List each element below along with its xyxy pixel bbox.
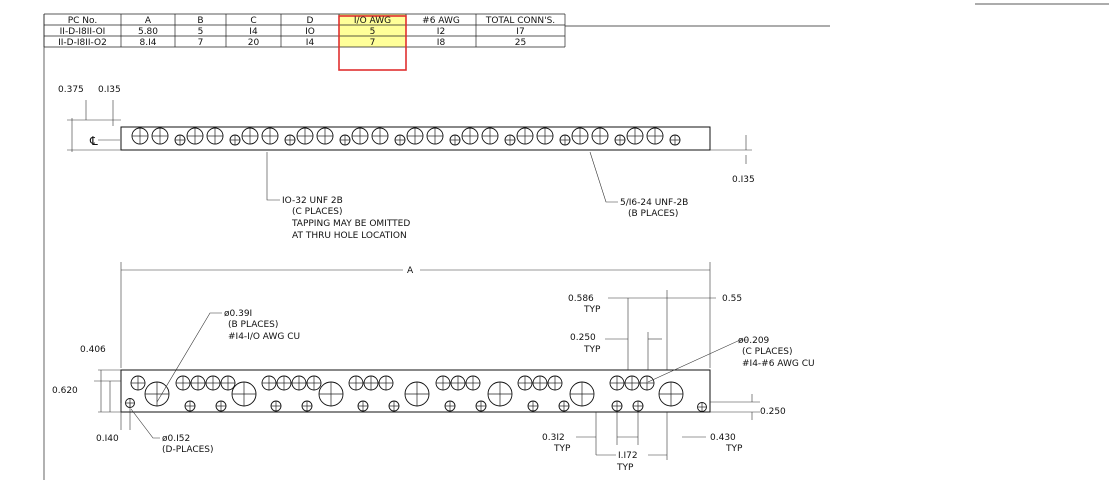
table-header-cell: PC No. <box>68 16 98 26</box>
table-cell: I4 <box>306 38 315 48</box>
note-big-line3: #I4-I/O AWG CU <box>228 332 300 342</box>
typ-0430: TYP <box>725 444 743 454</box>
note1-line1: IO-32 UNF 2B <box>282 196 343 206</box>
table-cell: I7 <box>516 27 524 37</box>
table-cell: II-D-I8II-O2 <box>58 38 107 48</box>
dim-0406: 0.406 <box>80 345 106 355</box>
bottom-view: A 0.586 TYP 0.55 0.250 TYP ø0.39I (B PLA… <box>52 262 815 473</box>
dim-1172: I.I72 <box>618 451 638 461</box>
table-cell: II-D-I8II-OI <box>60 27 106 37</box>
spec-table: PC No. A B C D I/O AWG #6 AWG TOTAL CONN'S. II-D… <box>43 13 566 71</box>
table-header-cell: C <box>250 16 256 26</box>
dim-0250-top: 0.250 <box>570 333 596 343</box>
highlight-border <box>338 15 407 71</box>
note-small-line2: (C PLACES) <box>742 347 793 357</box>
table-cell: 5 <box>198 27 204 37</box>
note-tiny-line1: ø0.I52 <box>162 434 190 444</box>
typ-1172: TYP <box>616 463 634 473</box>
dim-0140: 0.I40 <box>96 434 119 444</box>
note-small-line1: ø0.209 <box>738 336 770 346</box>
table-cell: 20 <box>248 38 260 48</box>
table-cell: 7 <box>198 38 204 48</box>
note-big-line2: (B PLACES) <box>228 320 278 330</box>
note-big-line1: ø0.39I <box>224 309 252 319</box>
table-cell: 7 <box>370 38 376 48</box>
table-cell: 8.I4 <box>140 38 157 48</box>
busbar-top-outline <box>120 126 711 151</box>
dim-0312: 0.3I2 <box>542 433 565 443</box>
table-header-cell: TOTAL CONN'S. <box>485 16 555 26</box>
dim-0586: 0.586 <box>568 294 594 304</box>
dim-055: 0.55 <box>722 294 742 304</box>
note-tiny-line2: (D-PLACES) <box>162 445 214 455</box>
note-small-line3: #I4-#6 AWG CU <box>742 359 815 369</box>
dim-0135-left: 0.I35 <box>98 85 121 95</box>
note1-line3: TAPPING MAY BE OMITTED <box>291 219 410 229</box>
centerline-symbol: ℄ <box>89 134 98 148</box>
note2-line1: 5/I6-24 UNF-2B <box>620 198 688 208</box>
dim-0375: 0.375 <box>58 85 84 95</box>
table-cell: 5.80 <box>138 27 158 37</box>
highlight-fill <box>339 14 406 47</box>
table-cell: I4 <box>249 27 258 37</box>
leader-big-hole <box>156 312 222 403</box>
table-header-cell: A <box>145 16 152 26</box>
table-header-cell: #6 AWG <box>422 16 460 26</box>
table-header-cell: B <box>197 16 203 26</box>
typ-0250: TYP <box>583 345 601 355</box>
leader-tiny-hole <box>130 408 160 439</box>
table-cell: IO <box>305 27 315 37</box>
dim-a: A <box>407 266 414 276</box>
dim-0430: 0.430 <box>710 433 736 443</box>
typ-0312: TYP <box>553 444 571 454</box>
dim-0620: 0.620 <box>52 386 78 396</box>
table-header-cell: D <box>307 16 314 26</box>
note2-line2: (B PLACES) <box>628 209 678 219</box>
table-header-cell: I/O AWG <box>354 16 391 26</box>
dim-0250-right: 0.250 <box>760 407 786 417</box>
table-cell: 5 <box>370 27 376 37</box>
leader-small-hole <box>647 339 748 383</box>
leader-note2 <box>589 151 618 203</box>
table-cell: I8 <box>437 38 446 48</box>
busbar-front-outline <box>120 369 711 413</box>
note1-line2: (C PLACES) <box>292 207 343 217</box>
table-cell: I2 <box>437 27 445 37</box>
note1-line4: AT THRU HOLE LOCATION <box>292 231 407 241</box>
dim-0135-right: 0.I35 <box>732 175 755 185</box>
top-view: 0.375 0.I35 ℄ 0.I35 IO-32 UNF 2B (C PLAC… <box>58 85 755 241</box>
top-view-holes <box>131 127 681 146</box>
table-cell: 25 <box>515 38 526 48</box>
bottom-view-holes <box>125 375 707 412</box>
typ-0586: TYP <box>583 305 601 315</box>
leader-note1 <box>266 152 280 201</box>
